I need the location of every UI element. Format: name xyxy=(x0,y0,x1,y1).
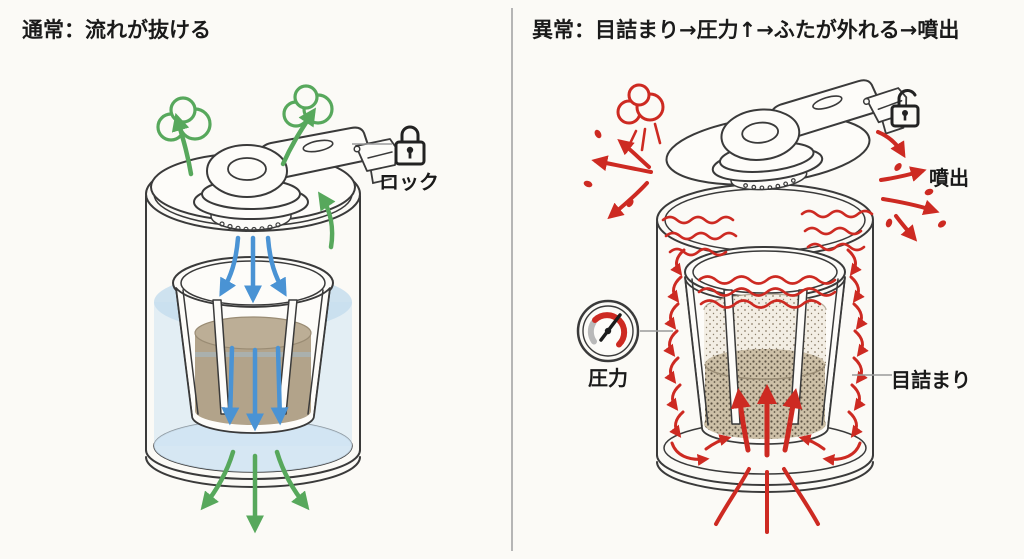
pressure-label: 圧力 xyxy=(588,366,628,390)
lock-closed-icon xyxy=(394,125,426,166)
cascade-arrows-left xyxy=(663,248,710,466)
inflow-lines-bottom xyxy=(704,434,826,534)
lid-locked xyxy=(150,126,398,233)
burst-cloud-icon xyxy=(616,83,665,154)
down-flow-arrows-grounds xyxy=(221,345,289,432)
heat-wave-lines xyxy=(661,209,874,309)
pressure-gauge-icon xyxy=(576,299,640,363)
spray-arrows-left xyxy=(583,129,653,220)
clog-label: 目詰まり xyxy=(891,368,971,392)
spray-arrows-right xyxy=(876,130,947,242)
down-flow-arrows-top xyxy=(219,235,287,304)
basket-ribs xyxy=(175,288,331,416)
panel-abnormal: 異常：目詰まり→圧力↑→ふたが外れる→噴出 噴出 圧力 目詰まり xyxy=(512,0,1024,559)
panel-normal: 通常：流れが抜ける ロック xyxy=(22,18,439,534)
right-panel-title: 異常：目詰まり→圧力↑→ふたが外れる→噴出 xyxy=(532,18,960,42)
spray-label: 噴出 xyxy=(929,166,969,190)
steam-cloud-right xyxy=(280,84,334,167)
steam-cloud-left xyxy=(156,96,212,177)
cascade-arrows-right xyxy=(822,248,869,466)
abnormal-flow-diagram xyxy=(576,79,947,534)
out-flow-arrows-bottom xyxy=(200,449,310,534)
blocked-up-arrows xyxy=(730,384,803,458)
normal-flow-diagram xyxy=(145,84,426,534)
panel-divider xyxy=(511,8,513,551)
lid-blown-off xyxy=(665,79,908,191)
lock-open-icon xyxy=(890,89,920,128)
left-panel-title: 通常：流れが抜ける xyxy=(22,18,211,42)
lock-label: ロック xyxy=(379,170,439,194)
vent-arrow-rim xyxy=(318,191,336,250)
